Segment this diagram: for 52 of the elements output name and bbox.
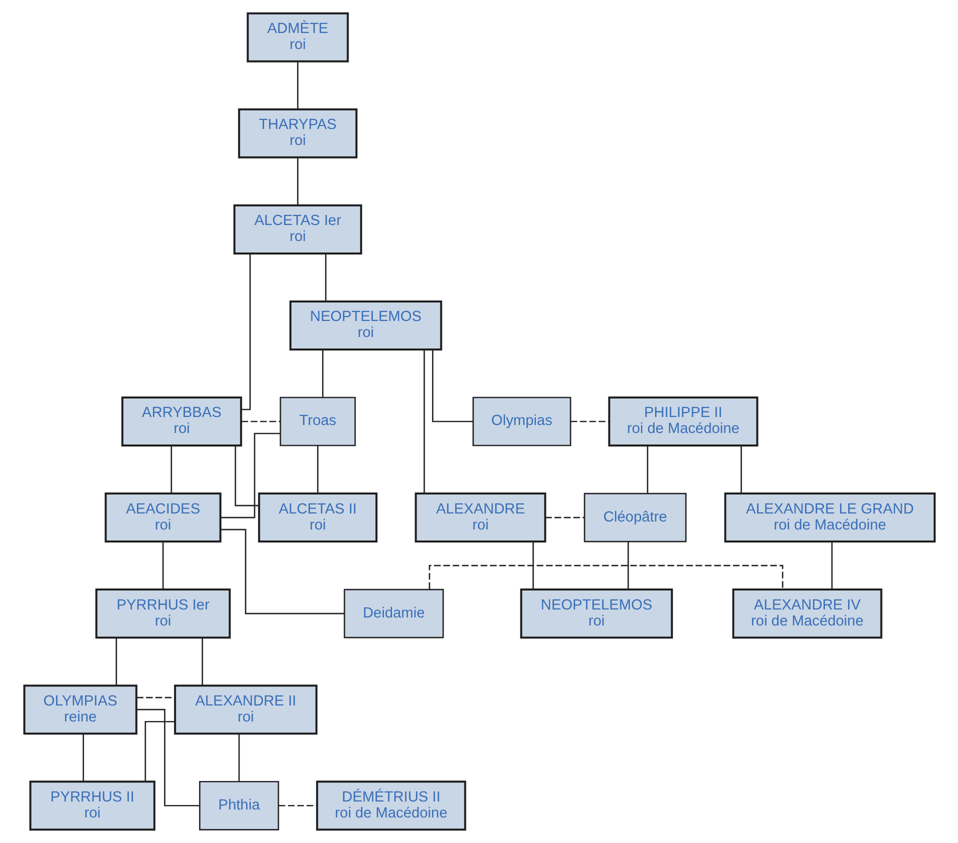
node-box: ADMÈTE roi <box>246 12 348 62</box>
node-box: Cléopâtre <box>583 492 686 542</box>
node-box: ALCETAS II roi <box>258 492 377 543</box>
connector <box>830 542 832 590</box>
connector <box>136 696 174 698</box>
node-box: NEOPTELEMOS roi <box>520 588 672 639</box>
connector <box>220 528 344 614</box>
node-box: THARYPAS roi <box>238 108 357 158</box>
node-box: ALCETAS Ier roi <box>232 204 362 254</box>
connector <box>240 254 250 410</box>
node-box: Phthia <box>198 780 279 830</box>
connector <box>136 708 200 806</box>
node-box: ALEXANDRE roi <box>414 492 546 543</box>
connector <box>296 158 298 205</box>
node-box: DÉMÉTRIUS II roi de Macédoine <box>316 780 466 831</box>
connector <box>432 350 473 422</box>
node-box: OLYMPIAS reine <box>22 684 137 735</box>
node-box: PYRRHUS Ier roi <box>94 588 230 639</box>
connector <box>423 350 424 494</box>
node-box: NEOPTELEMOS roi <box>288 300 442 350</box>
connector <box>428 564 783 589</box>
connector <box>544 516 584 518</box>
connector <box>740 446 742 493</box>
node-box: AEACIDES roi <box>104 492 221 543</box>
node-box: Deidamie <box>343 588 444 638</box>
connector <box>532 542 534 590</box>
connector <box>238 734 240 782</box>
connector <box>162 542 164 590</box>
connector <box>170 446 172 493</box>
connector <box>646 446 648 493</box>
node-box: PYRRHUS II roi <box>28 780 155 831</box>
connector <box>115 638 117 686</box>
connector <box>144 720 174 782</box>
connector <box>240 420 280 422</box>
connector <box>324 254 326 301</box>
node-box: ALEXANDRE IV roi de Macédoine <box>732 588 882 639</box>
connector <box>220 432 280 518</box>
connector <box>201 638 203 686</box>
connector <box>627 542 628 590</box>
connector <box>570 420 608 422</box>
connector <box>296 62 298 109</box>
node-box: PHILIPPE II roi de Macédoine <box>608 396 758 446</box>
connector <box>322 350 323 397</box>
node-box: ALEXANDRE LE GRAND roi de Macédoine <box>724 492 936 543</box>
node-box: ALEXANDRE II roi <box>174 684 317 735</box>
connector <box>278 804 316 806</box>
connector <box>234 446 258 506</box>
node-box: Troas <box>279 396 356 446</box>
connector <box>316 446 318 493</box>
node-box: ARRYBBAS roi <box>120 396 242 446</box>
connector <box>82 734 84 782</box>
node-box: Olympias <box>472 396 571 446</box>
